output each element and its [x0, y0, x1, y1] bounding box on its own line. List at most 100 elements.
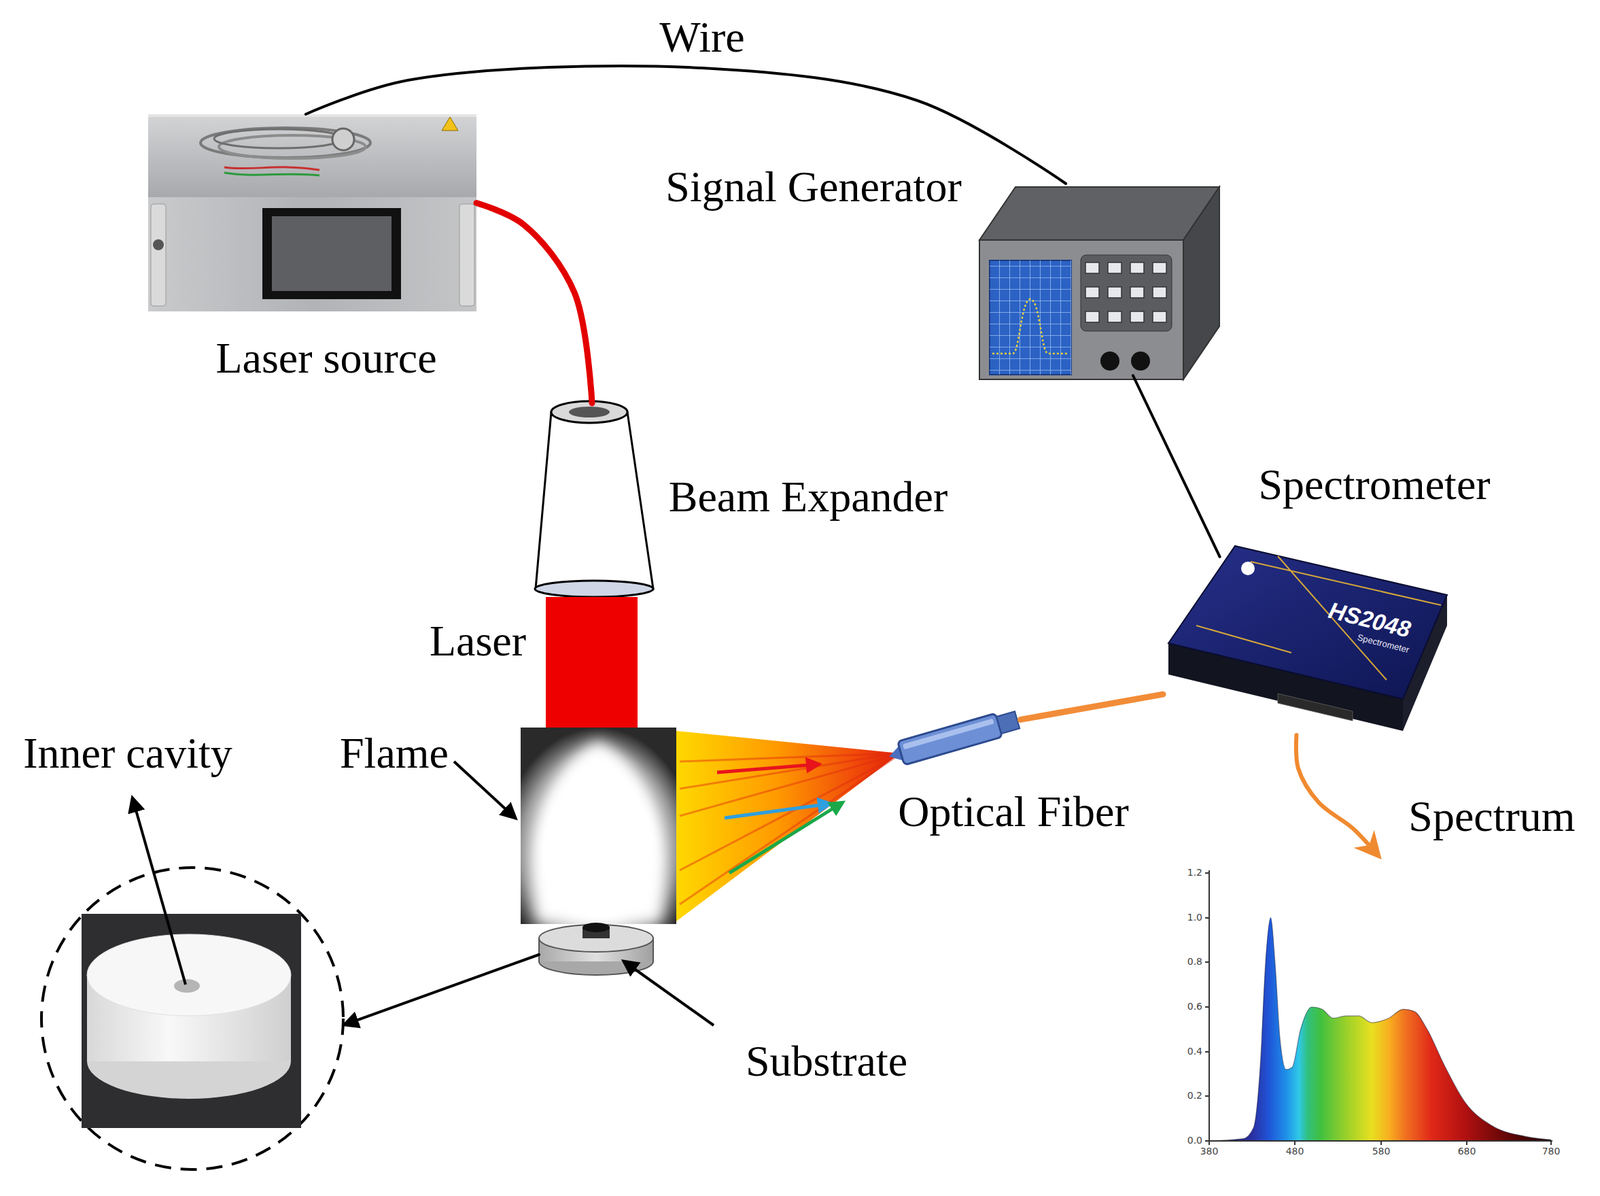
spectrum-chart — [1205, 870, 1553, 1145]
spectrometer-device — [1168, 545, 1448, 731]
leader-arrow — [132, 797, 186, 985]
handle — [150, 203, 166, 306]
leader-arrow — [454, 761, 516, 818]
probe-highlight — [902, 718, 995, 750]
disk-edge — [652, 937, 654, 962]
scope-screen — [989, 260, 1072, 375]
optical-fiber-probe — [885, 707, 1021, 769]
signal-generator: Signal Generator — [979, 183, 1220, 380]
flame: Flame — [520, 727, 677, 924]
cable-coil — [200, 127, 371, 158]
cavity-hole — [174, 978, 200, 993]
button — [1130, 311, 1144, 323]
expander-body — [535, 411, 654, 589]
disk-edge — [538, 937, 540, 962]
spectrum-area — [1209, 917, 1552, 1141]
axis-tick-label: 0.2 — [1187, 1090, 1203, 1101]
node-label: Signal Generator — [665, 163, 962, 211]
warning-sticker — [441, 116, 459, 131]
device-port — [1277, 693, 1353, 721]
node-label: Laser — [429, 617, 527, 665]
probe-end — [996, 710, 1020, 734]
spectrum-chart: Spectrum — [1183, 853, 1557, 1156]
flame-glow — [534, 740, 663, 921]
button — [1152, 311, 1167, 323]
button — [1085, 262, 1100, 274]
axis-tick-label: 480 — [1285, 1145, 1305, 1157]
device-top — [1168, 545, 1448, 699]
signal-generator-drawing — [979, 186, 1220, 380]
photo-background — [81, 913, 302, 1128]
signal-cable — [1133, 375, 1221, 557]
substrate-drawing — [538, 922, 654, 975]
box-top — [979, 186, 1220, 240]
dashed-callout-circle — [41, 867, 344, 1170]
box-side — [1183, 186, 1220, 380]
buttons — [1085, 262, 1167, 323]
laser-source-photo — [148, 114, 477, 312]
gold-lines — [1196, 555, 1441, 680]
screen-bezel — [262, 207, 402, 300]
button — [1085, 311, 1100, 323]
screw — [152, 239, 164, 251]
axis-tick-label: 0.4 — [1187, 1046, 1203, 1057]
connector-label: Wire — [659, 13, 745, 62]
spectrum-plot — [1209, 917, 1552, 1141]
device-label: HS2048 — [1326, 597, 1414, 643]
button — [1130, 286, 1144, 298]
box-front — [979, 239, 1184, 380]
spectrum-outline — [1209, 917, 1552, 1141]
laser-beam — [545, 596, 638, 730]
node-label: Substrate — [745, 1037, 908, 1085]
flame-background — [520, 727, 677, 924]
node-label: Spectrometer — [1258, 460, 1490, 509]
button — [1152, 286, 1167, 298]
axis-tick-label: 780 — [1542, 1145, 1561, 1157]
cavity-plug-top — [582, 922, 610, 932]
device-front — [148, 197, 477, 312]
button — [1107, 311, 1122, 323]
output-arrow — [1296, 734, 1377, 854]
optical-fiber: Optical Fiber — [897, 703, 1023, 765]
spectrometer: Spectrometer — [1162, 541, 1448, 735]
node-label: Beam Expander — [668, 473, 949, 521]
axis-tick-label: 0.8 — [1187, 956, 1203, 967]
inner-cavity-callout — [41, 797, 344, 1170]
axis-tick-label: 680 — [1457, 1145, 1477, 1157]
logo — [1241, 561, 1255, 576]
handle — [459, 203, 475, 306]
node-label: Flame — [339, 729, 449, 777]
beam-expander: Beam Expander — [535, 403, 654, 593]
flame-image — [520, 727, 677, 924]
substrate: Substrate — [538, 923, 654, 975]
axis-tick-label: 0.0 — [1187, 1135, 1203, 1146]
node-label: Spectrum — [1408, 792, 1575, 841]
cylinder-top — [87, 933, 291, 1016]
y-ticks — [1205, 872, 1210, 1141]
wire-strand — [224, 167, 320, 170]
button-panel — [1080, 254, 1172, 332]
beam-expander-drawing — [534, 401, 654, 597]
screen — [271, 216, 392, 291]
emission-cone — [676, 730, 900, 921]
y-axis — [1208, 870, 1210, 1141]
x-ticks — [1209, 1140, 1552, 1145]
button — [1152, 262, 1167, 274]
device-label: Spectrometer — [1355, 632, 1410, 656]
axis-tick-label: 0.6 — [1187, 1001, 1203, 1012]
node-label: Laser source — [215, 334, 437, 382]
axis-tick-label: 380 — [1200, 1145, 1219, 1157]
waveform — [992, 299, 1069, 354]
device-top — [148, 116, 477, 199]
node-label: Optical Fiber — [897, 787, 1129, 836]
red-ray-arrow — [717, 763, 820, 773]
inner-cavity-callout: Inner cavity — [40, 865, 345, 1172]
green-ray-arrow — [729, 802, 843, 873]
emission-fan — [676, 730, 900, 921]
node-label: Inner cavity — [23, 729, 232, 777]
wire-strand — [224, 172, 320, 176]
photo-background — [148, 114, 477, 312]
screen-grid — [989, 260, 1072, 375]
blue-ray-arrow — [724, 803, 831, 818]
